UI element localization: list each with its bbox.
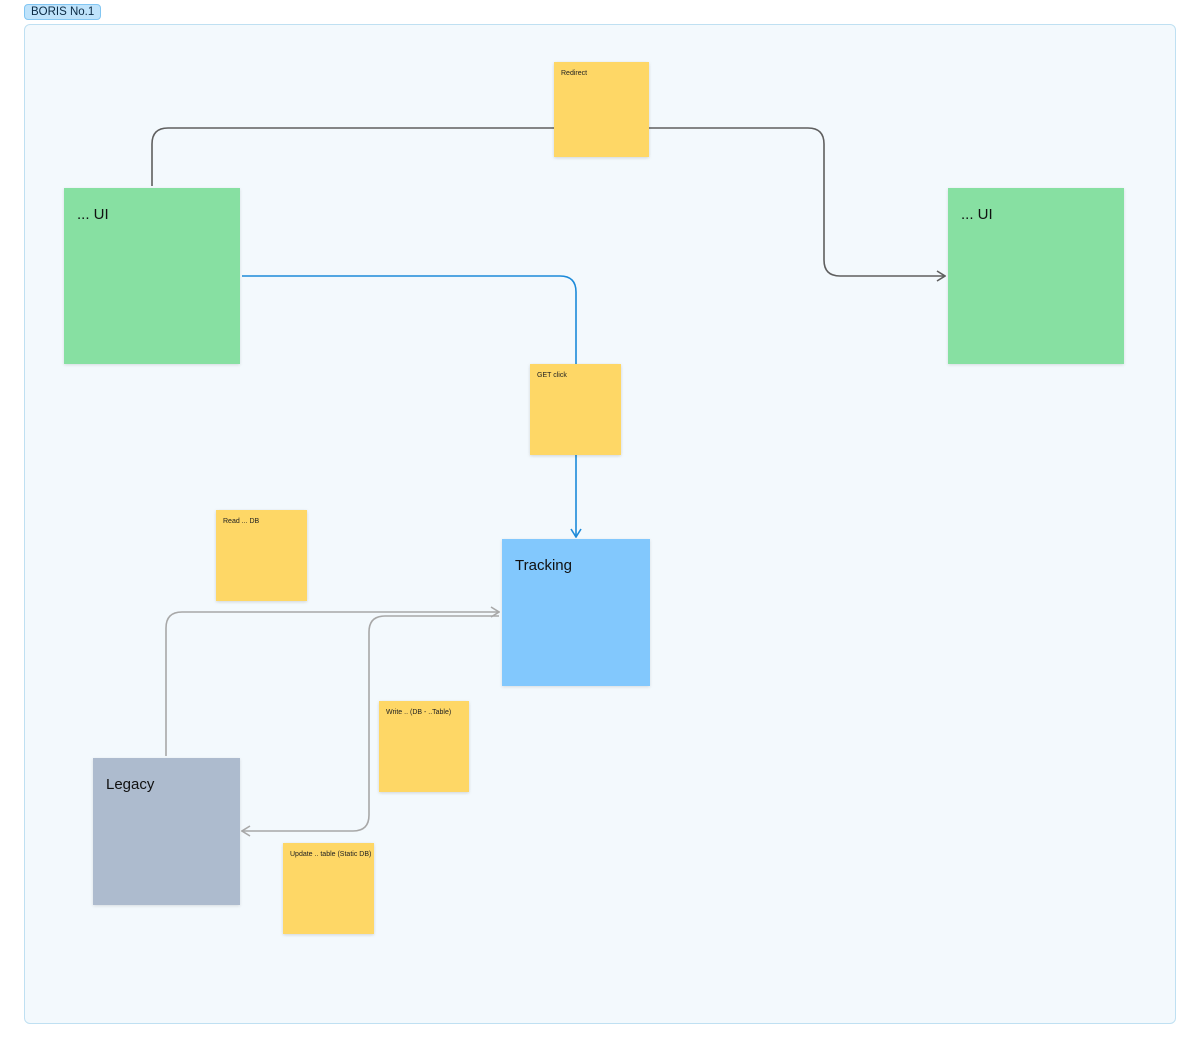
ui-node-left-label: ... UI bbox=[77, 206, 109, 223]
frame-label[interactable]: BORIS No.1 bbox=[24, 4, 102, 20]
redirect-connector[interactable] bbox=[151, 127, 945, 276]
sticky-note-read-db[interactable]: Read ... DB bbox=[216, 510, 307, 601]
sticky-note-update-table[interactable]: Update .. table (Static DB) bbox=[283, 843, 374, 934]
legacy-node-label: Legacy bbox=[106, 776, 155, 793]
sticky-note-write-db-text: Write .. (DB - ..Table) bbox=[386, 709, 452, 716]
tracking-node[interactable]: Tracking bbox=[502, 539, 650, 686]
sticky-note-redirect-text: Redirect bbox=[561, 70, 588, 77]
sticky-note-redirect[interactable]: Redirect bbox=[554, 62, 649, 157]
sticky-note-read-db-text: Read ... DB bbox=[223, 518, 260, 525]
legacy-node[interactable]: Legacy bbox=[93, 758, 240, 905]
ui-node-right-label: ... UI bbox=[961, 206, 993, 223]
read-db-connector[interactable] bbox=[165, 612, 499, 756]
tracking-node-label: Tracking bbox=[515, 557, 572, 574]
sticky-note-get-click[interactable]: GET click bbox=[530, 364, 621, 455]
get-click-connector[interactable] bbox=[242, 275, 576, 537]
ui-node-right[interactable]: ... UI bbox=[948, 188, 1124, 364]
update-table-connector[interactable] bbox=[242, 615, 499, 831]
sticky-note-update-table-text: Update .. table (Static DB) bbox=[290, 851, 372, 858]
ui-node-left[interactable]: ... UI bbox=[64, 188, 240, 364]
sticky-note-write-db[interactable]: Write .. (DB - ..Table) bbox=[379, 701, 469, 792]
sticky-note-get-click-text: GET click bbox=[537, 372, 567, 379]
